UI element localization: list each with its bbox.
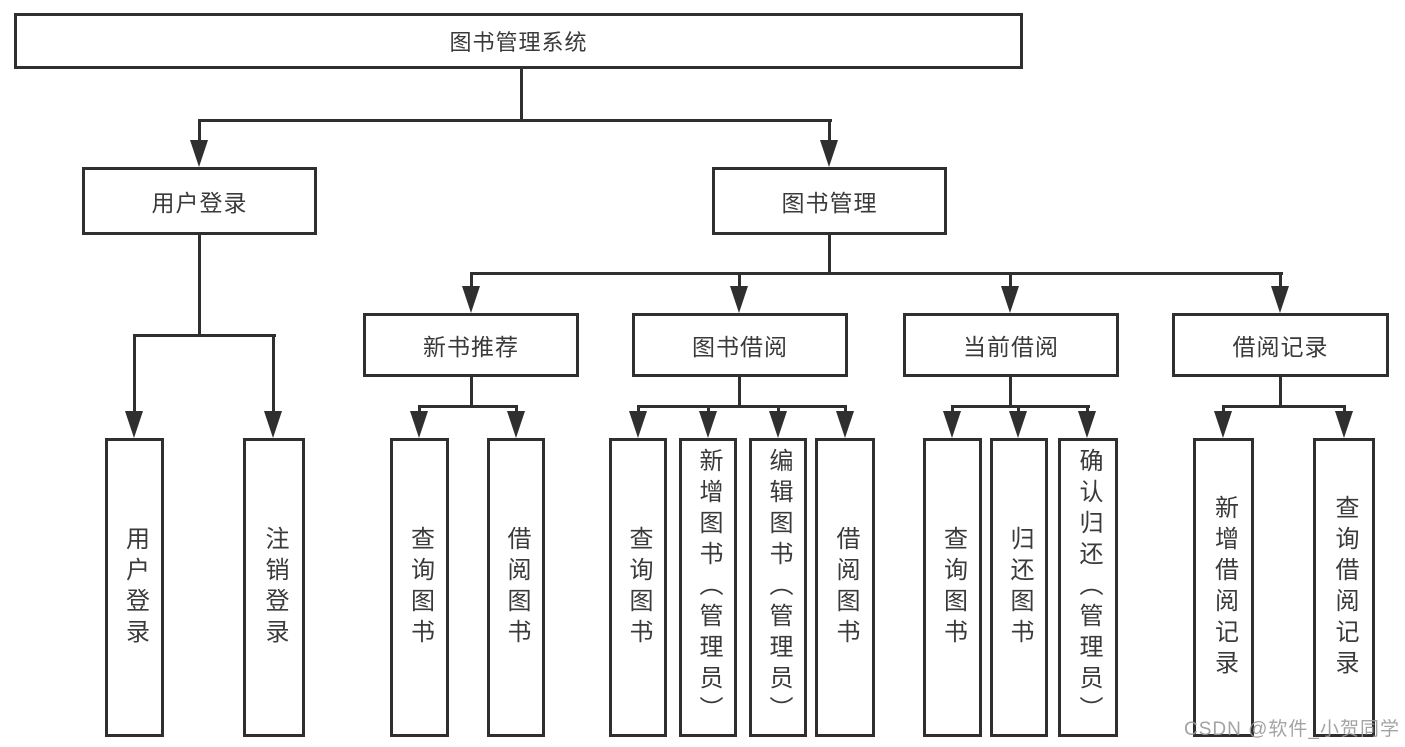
- arrow-down-icon: [699, 411, 717, 438]
- arrow-down-icon: [769, 411, 787, 438]
- node-borrowing-records: 借阅记录: [1172, 313, 1389, 377]
- node-label: 用户登录: [121, 525, 149, 650]
- arrow-down-icon: [820, 140, 838, 167]
- connector-line: [515, 405, 518, 413]
- arrow-down-icon: [462, 286, 480, 313]
- leaf-add-book-admin: 新增图书（管理员）: [679, 438, 737, 737]
- connector-line: [198, 119, 201, 142]
- node-current-borrowing: 当前借阅: [903, 313, 1119, 377]
- connector-line: [1279, 377, 1282, 408]
- node-new-book-recommend: 新书推荐: [363, 313, 579, 377]
- arrow-down-icon: [1214, 411, 1232, 438]
- node-user-login: 用户登录: [82, 167, 317, 235]
- leaf-borrow-books: 借阅图书: [815, 438, 875, 737]
- connector-line: [707, 405, 710, 413]
- node-label: 新增图书（管理员）: [695, 448, 722, 727]
- node-label: 查询借阅记录: [1331, 494, 1358, 681]
- connector-line: [470, 377, 473, 408]
- node-label: 借阅图书: [832, 525, 859, 650]
- node-label: 图书管理系统: [449, 30, 588, 55]
- connector-line: [738, 272, 741, 289]
- node-label: 归还图书: [1006, 525, 1033, 650]
- arrow-down-icon: [1078, 411, 1096, 438]
- connector-line: [1343, 405, 1346, 413]
- connector-line: [738, 377, 741, 408]
- leaf-query-books-current: 查询图书: [923, 438, 982, 737]
- node-label: 借阅记录: [1232, 334, 1329, 360]
- leaf-confirm-return-admin: 确认归还（管理员）: [1058, 438, 1118, 737]
- connector-line: [272, 334, 275, 413]
- connector-line: [637, 405, 640, 413]
- leaf-logout: 注销登录: [243, 438, 305, 737]
- node-label: 查询图书: [939, 525, 967, 650]
- leaf-edit-book-admin: 编辑图书（管理员）: [749, 438, 807, 737]
- connector-line: [1222, 405, 1225, 413]
- connector-line: [1279, 272, 1282, 289]
- connector-line: [1086, 405, 1089, 413]
- connector-line: [418, 405, 421, 413]
- connector-line: [520, 67, 523, 122]
- csdn-watermark: CSDN @软件_小贺同学: [1184, 719, 1400, 740]
- arrow-down-icon: [943, 411, 961, 438]
- arrow-down-icon: [190, 140, 208, 167]
- connector-line: [133, 334, 136, 413]
- arrow-down-icon: [410, 411, 428, 438]
- connector-line: [637, 405, 847, 408]
- connector-line: [418, 405, 518, 408]
- connector-line: [1017, 405, 1020, 413]
- arrow-down-icon: [1001, 286, 1019, 313]
- connector-line: [470, 272, 1283, 275]
- connector-line: [951, 405, 1090, 408]
- node-label: 编辑图书（管理员）: [765, 448, 792, 727]
- arrow-down-icon: [1009, 411, 1027, 438]
- node-label: 用户登录: [151, 190, 248, 216]
- node-label: 图书管理: [781, 190, 878, 216]
- arrow-down-icon: [1271, 286, 1289, 313]
- arrow-down-icon: [836, 411, 854, 438]
- connector-line: [777, 405, 780, 413]
- leaf-user-login: 用户登录: [105, 438, 164, 737]
- node-label: 确认归还（管理员）: [1075, 448, 1102, 727]
- connector-line: [198, 235, 201, 337]
- connector-line: [828, 235, 831, 275]
- connector-line: [470, 272, 473, 289]
- node-label: 注销登录: [261, 525, 288, 650]
- leaf-add-borrow-record: 新增借阅记录: [1193, 438, 1254, 737]
- connector-line: [1009, 272, 1012, 289]
- leaf-borrow-books-recommend: 借阅图书: [487, 438, 545, 737]
- node-label: 图书借阅: [692, 334, 788, 360]
- node-book-management: 图书管理: [712, 167, 947, 235]
- arrow-down-icon: [730, 286, 748, 313]
- leaf-return-books: 归还图书: [990, 438, 1048, 737]
- connector-line: [828, 119, 831, 142]
- node-label: 新书推荐: [423, 334, 519, 360]
- node-label: 查询图书: [625, 525, 652, 650]
- leaf-query-books-borrowing: 查询图书: [609, 438, 667, 737]
- node-label: 查询图书: [406, 525, 434, 650]
- node-label: 当前借阅: [963, 334, 1059, 360]
- arrow-down-icon: [1335, 411, 1353, 438]
- leaf-query-borrow-record: 查询借阅记录: [1313, 438, 1375, 737]
- connector-line: [1009, 377, 1012, 408]
- connector-line: [133, 334, 276, 337]
- leaf-query-books-recommend: 查询图书: [390, 438, 449, 737]
- connector-line: [844, 405, 847, 413]
- node-library-system: 图书管理系统: [14, 13, 1023, 69]
- node-label: 借阅图书: [503, 525, 530, 650]
- arrow-down-icon: [125, 411, 143, 438]
- arrow-down-icon: [629, 411, 647, 438]
- connector-line: [1222, 405, 1346, 408]
- connector-line: [198, 119, 832, 122]
- arrow-down-icon: [507, 411, 525, 438]
- node-label: 新增借阅记录: [1210, 494, 1238, 681]
- arrow-down-icon: [264, 411, 282, 438]
- connector-line: [951, 405, 954, 413]
- node-book-borrowing: 图书借阅: [632, 313, 848, 377]
